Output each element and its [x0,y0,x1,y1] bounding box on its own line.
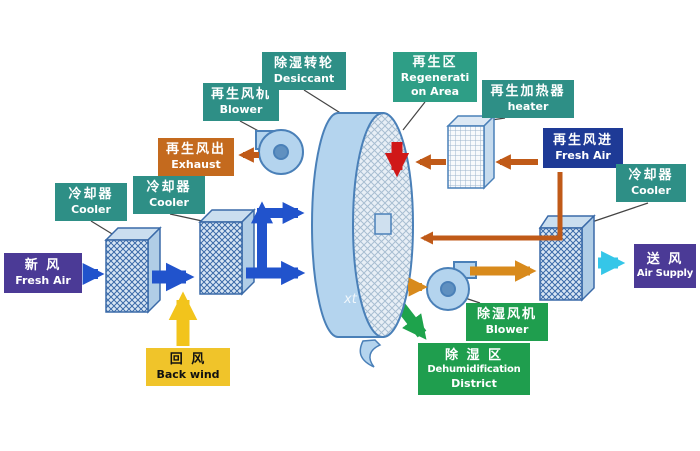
back-wind-en: Back wind [156,368,220,382]
dehumid-district-zh: 除 湿 区 [444,347,504,363]
cooler-3-en: Cooler [631,184,671,198]
label-regen-fresh-air: 再生风进 Fresh Air [543,128,623,168]
label-fresh-air-in: 新 风 Fresh Air [4,253,82,293]
cooler-1-en: Cooler [71,203,111,217]
heater-en: heater [507,100,549,114]
regen-fresh-air-en: Fresh Air [555,149,611,163]
desiccant-zh: 除湿转轮 [273,56,334,71]
label-back-wind: 回 风 Back wind [146,348,230,386]
fresh-air-in-zh: 新 风 [24,258,62,273]
dehumidification-blower [426,261,477,311]
cooler-3-zh: 冷却器 [628,168,674,183]
cooler-2-zh: 冷却器 [146,180,192,195]
flow-arrows [82,142,626,346]
regen-blower-zh: 再生风机 [210,87,271,102]
regen-area-zh: 再生区 [412,55,458,71]
label-desiccant: 除湿转轮 Desiccant [262,52,346,90]
regen-area-en1: Regenerati [400,71,470,85]
dehumid-district-en2: District [451,376,497,390]
label-cooler-3: 冷却器 Cooler [616,164,686,202]
dehumid-blower-en: Blower [485,323,529,337]
cooler-panel-1-face [105,239,149,313]
heater-zh: 再生加热器 [490,84,566,99]
desiccant-en: Desiccant [273,72,335,86]
dehumid-district-en1: Dehumidification [427,364,521,375]
label-cooler-2: 冷却器 Cooler [133,176,205,214]
cooler-panel-1-side [147,226,161,314]
regen-area-en2: on Area [410,85,460,99]
wheel-ribbon [359,339,382,368]
regen-blower-hub [273,144,289,160]
cooler-2-en: Cooler [149,196,189,210]
label-heater: 再生加热器 heater [482,80,574,118]
cooler-panel-3-side [581,214,595,302]
regeneration-blower [255,129,304,175]
regeneration-heater [446,114,496,190]
label-regen-area: 再生区 Regenerati on Area [393,52,477,102]
cooler-panel-2 [198,208,256,296]
label-dehumid-blower: 除湿风机 Blower [466,303,548,341]
cooler-1-zh: 冷却器 [68,187,114,202]
regen-blower-en: Blower [219,103,263,117]
leader-regen-area [402,101,426,131]
label-dehumid-district: 除 湿 区 Dehumidification District [418,343,530,395]
fresh-air-in-en: Fresh Air [15,274,71,288]
wheel-hub [374,213,392,235]
label-exhaust: 再生风出 Exhaust [158,138,234,176]
cooler-panel-2-face [199,221,243,295]
exhaust-en: Exhaust [171,158,221,172]
dehumid-blower-zh: 除湿风机 [476,307,537,322]
cooler-panel-2-side [241,208,255,296]
cooler-panel-3 [538,214,596,302]
leader-desiccant [303,89,343,115]
heater-side [483,114,495,190]
desiccant-wheel [311,112,414,338]
exhaust-zh: 再生风出 [165,142,226,157]
back-wind-zh: 回 风 [169,352,207,367]
heater-face [447,125,485,189]
dehumid-blower-hub [440,281,456,297]
regen-air-path [420,172,563,245]
label-cooler-1: 冷却器 Cooler [55,183,127,221]
regen-fresh-air-zh: 再生风进 [552,133,613,148]
cooler-panel-1 [104,226,162,314]
air-supply-en: Air Supply [636,267,694,279]
air-supply-zh: 送 风 [646,251,684,267]
label-air-supply: 送 风 Air Supply [634,244,696,288]
